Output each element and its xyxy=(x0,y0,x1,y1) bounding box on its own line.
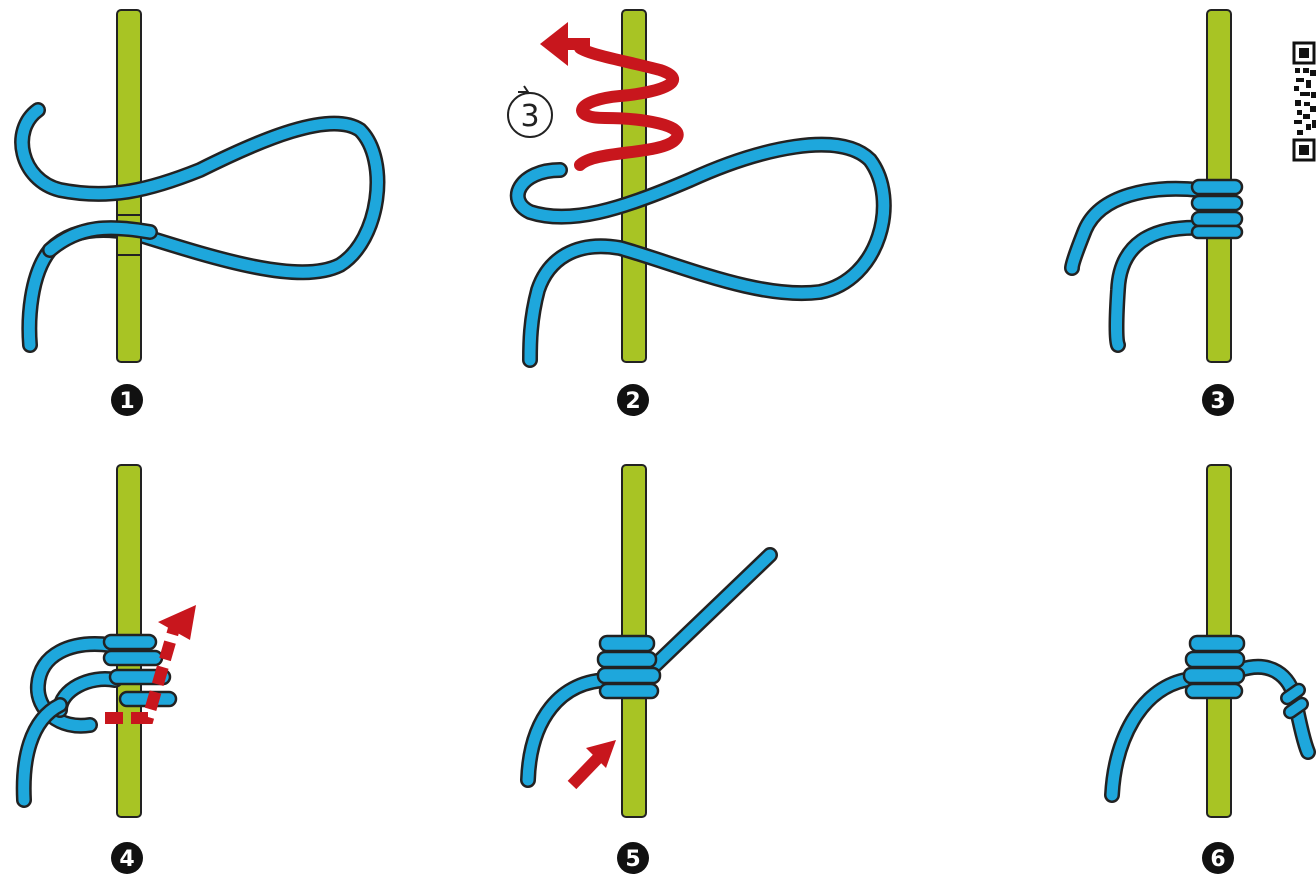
step-badge-label: 6 xyxy=(1210,847,1225,872)
step-2-panel: 3 xyxy=(508,10,884,362)
step-badge-6: 6 xyxy=(1202,842,1234,874)
step-badge-label: 4 xyxy=(119,847,134,872)
step-badge-label: 5 xyxy=(625,847,640,872)
step-6-panel xyxy=(1112,465,1310,817)
rope-standing-strand-fill xyxy=(1112,680,1185,795)
step-4-panel xyxy=(24,465,196,817)
wrap-count: 3 xyxy=(520,99,539,134)
rotate-arrow-icon: 3 xyxy=(508,86,552,137)
wraps-coil xyxy=(1192,180,1242,238)
qr-code-icon xyxy=(1293,42,1316,162)
step-badge-label: 1 xyxy=(119,389,134,414)
wraps-coil xyxy=(1184,636,1244,698)
step-badge-2: 2 xyxy=(617,384,649,416)
step-badge-label: 3 xyxy=(1210,389,1225,414)
step-5-panel xyxy=(528,465,770,817)
rope-tag-end-fill xyxy=(650,555,770,670)
step-3-panel xyxy=(1072,10,1242,362)
rope-loop-fill xyxy=(518,145,884,360)
step-badge-5: 5 xyxy=(617,842,649,874)
step-1-panel xyxy=(22,10,377,362)
step-badge-4: 4 xyxy=(111,842,143,874)
rope-standing-strand-fill xyxy=(1117,228,1206,345)
step-badge-3: 3 xyxy=(1202,384,1234,416)
step-badge-label: 2 xyxy=(625,389,640,414)
wrap-arrow-head xyxy=(540,22,568,66)
step-badge-1: 1 xyxy=(111,384,143,416)
wraps-coil xyxy=(598,636,660,698)
pull-direction-arrow xyxy=(572,758,598,785)
